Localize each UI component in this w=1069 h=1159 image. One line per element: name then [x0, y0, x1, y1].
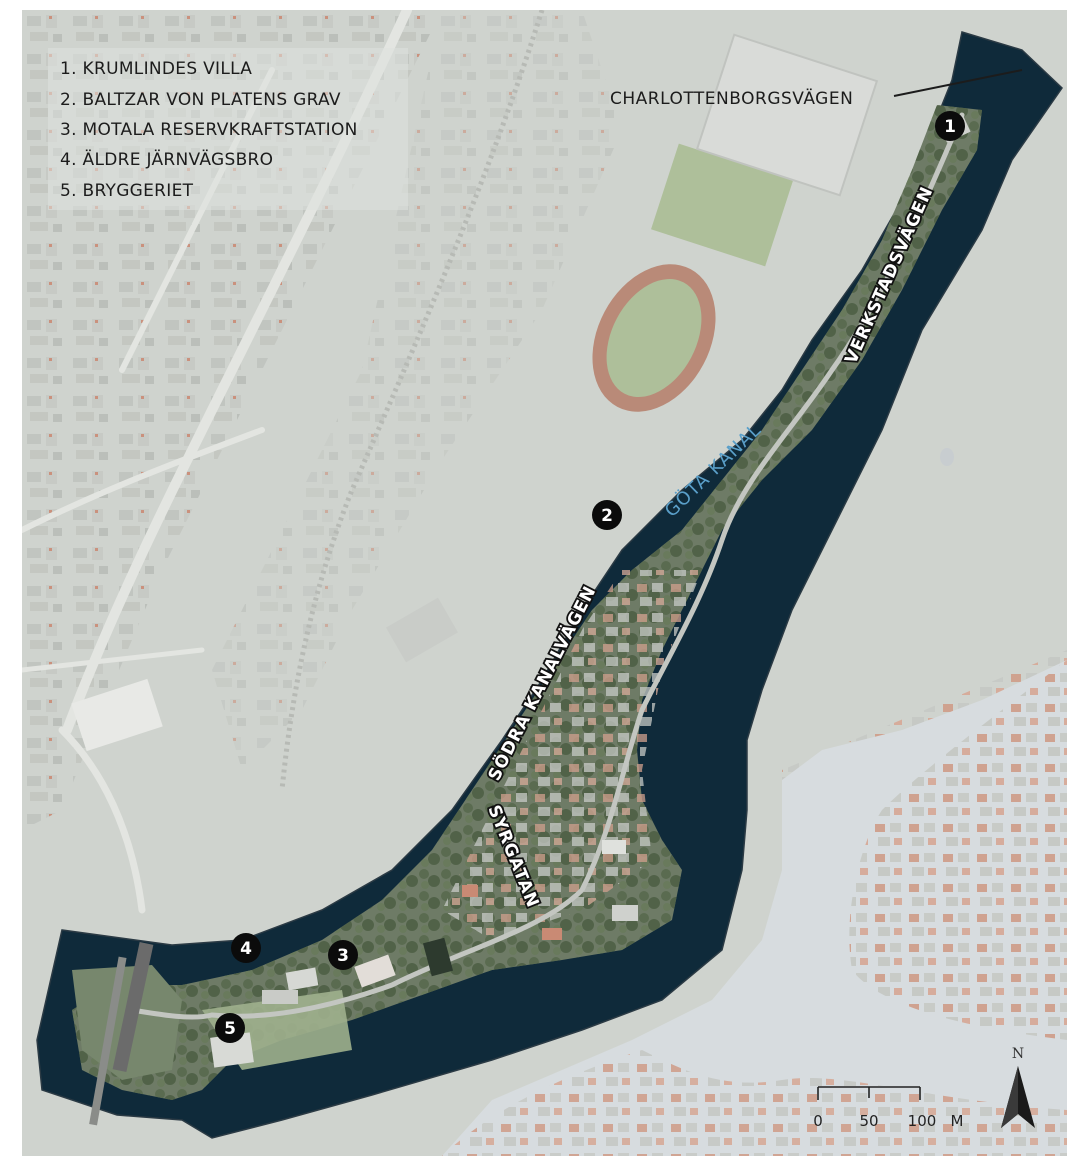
marker-5[interactable]: 5	[215, 1013, 245, 1043]
peninsula-buildings	[210, 115, 971, 1068]
map-canvas: 1. KRUMLINDES VILLA 2. BALTZAR VON PLATE…	[22, 10, 1067, 1156]
football-field	[651, 143, 793, 267]
urban-area-central	[212, 10, 622, 770]
lake-shore-east	[849, 660, 1067, 1040]
railway	[279, 10, 545, 791]
verkstadsvagen-road	[209, 112, 965, 1019]
large-building-west	[71, 678, 163, 752]
charlottenborgsvagen-callout-line	[893, 69, 1023, 97]
scale-unit: M	[951, 1112, 964, 1130]
legend-item-3: 3. MOTALA RESERVKRAFTSTATION	[60, 120, 358, 140]
scale-tick-50: 50	[859, 1112, 878, 1130]
marker-2[interactable]: 2	[592, 500, 622, 530]
lake-shore-south	[442, 1050, 1067, 1156]
svg-text:3: 3	[337, 946, 349, 966]
southern-road	[131, 1007, 213, 1020]
legend: 1. KRUMLINDES VILLA 2. BALTZAR VON PLATE…	[48, 48, 408, 210]
bridge-road	[89, 956, 127, 1126]
scale-tick-0: 0	[813, 1112, 823, 1130]
svg-text:5: 5	[224, 1019, 236, 1039]
scale-tick-100: 100	[908, 1112, 937, 1130]
urban-area-west	[22, 10, 442, 830]
scale-bar: 0 50 100 M	[813, 1086, 964, 1130]
north-arrow-label: N	[1012, 1046, 1024, 1062]
marker-1[interactable]: 1	[935, 111, 965, 141]
residential-lots	[442, 570, 702, 940]
old-railway-bridge	[112, 941, 154, 1073]
svg-text:4: 4	[240, 939, 252, 959]
marker-3[interactable]: 3	[328, 940, 358, 970]
legend-item-5: 5. BRYGGERIET	[60, 181, 194, 201]
arena-roof	[695, 33, 879, 197]
marker-4[interactable]: 4	[231, 933, 261, 963]
svg-text:2: 2	[601, 506, 613, 526]
large-building-canal	[386, 597, 458, 663]
svg-text:1: 1	[944, 117, 956, 137]
north-arrow: N	[1001, 1046, 1035, 1128]
legend-item-1: 1. KRUMLINDES VILLA	[60, 59, 252, 79]
track-infield	[606, 278, 702, 398]
label-charlottenborgsvagen: CHARLOTTENBORGSVÄGEN	[610, 88, 853, 109]
legend-item-2: 2. BALTZAR VON PLATENS GRAV	[60, 90, 341, 110]
legend-item-4: 4. ÄLDRE JÄRNVÄGSBRO	[60, 149, 273, 170]
lake-islet	[940, 448, 954, 466]
